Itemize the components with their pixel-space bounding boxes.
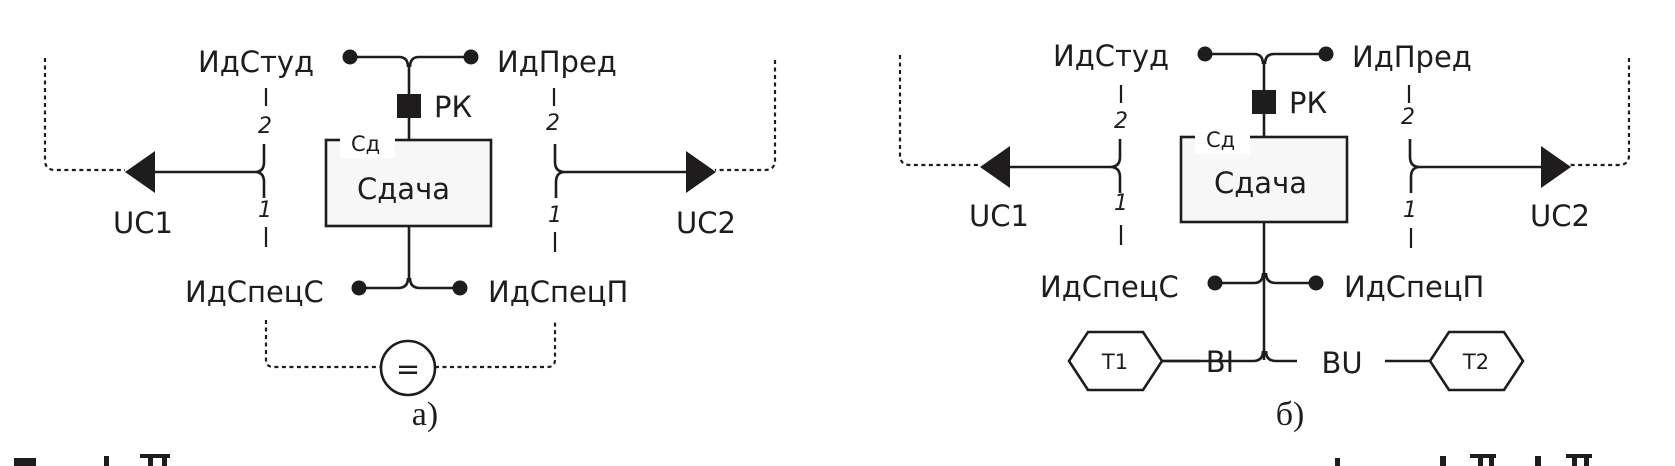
attr-idpred: ИдПред	[497, 45, 617, 79]
trigger-t2-label: T2	[1462, 350, 1489, 374]
trigger-t2-hexagon-icon	[1428, 330, 1525, 392]
uc2-arrow-icon	[1541, 146, 1571, 188]
pk-marker-icon	[1252, 90, 1276, 114]
entity-short-bg	[1195, 124, 1250, 154]
caption-b: б)	[1276, 396, 1305, 433]
attr-idpred: ИдПред	[1352, 40, 1472, 74]
constraint-link	[264, 320, 557, 369]
clipped-caption-fragment	[0, 452, 1675, 466]
uc2-label: UC2	[676, 206, 736, 240]
entity-short-name: Сд	[1206, 128, 1235, 152]
trigger-t1-event: BI	[1206, 345, 1234, 379]
left-path-upper-num: 2	[1114, 109, 1128, 134]
uc1-link	[1007, 139, 1122, 193]
left-boundary	[43, 58, 125, 172]
caption-a: а)	[412, 396, 438, 433]
entity-short-name: Сд	[351, 132, 380, 156]
pk-marker-icon	[397, 94, 421, 118]
left-boundary	[898, 55, 980, 167]
panel-b: UC1 2 1 UC2 2 1 ИдСтуд ИдПред РК Сд Сдач…	[898, 39, 1631, 433]
attr-idspecs-dot	[1207, 275, 1223, 291]
entity-name: Сдача	[357, 172, 450, 206]
trigger-connector	[1162, 350, 1297, 363]
uc2-arrow-icon	[686, 151, 716, 193]
trigger-t2-event: BU	[1321, 346, 1362, 380]
attr-idspecp: ИдСпецП	[1344, 270, 1484, 304]
right-path-upper-num: 2	[1401, 105, 1415, 130]
left-path-lower-num: 1	[258, 198, 272, 223]
bottom-key-connector	[359, 226, 460, 290]
constraint-symbol: =	[396, 352, 420, 386]
trigger-t1-hexagon-icon	[1067, 330, 1164, 392]
right-path-lower-num: 1	[1403, 198, 1417, 223]
panel-a: UC1 2 1 UC2 2 1 ИдСтуд ИдПред РК Сд Сдач…	[43, 45, 777, 433]
attr-idspecp-dot	[1308, 275, 1324, 291]
entity-name: Сдача	[1214, 166, 1307, 200]
constraint-circle	[379, 339, 437, 397]
right-path-upper-num: 2	[546, 111, 560, 136]
uc1-label: UC1	[969, 199, 1029, 233]
uc2-link	[553, 144, 690, 198]
pk-label: РК	[434, 90, 472, 124]
pk-label: РК	[1289, 86, 1327, 120]
uc1-link	[152, 144, 266, 198]
attr-idspecp: ИдСпецП	[488, 275, 628, 309]
right-boundary	[715, 60, 777, 172]
uc1-label: UC1	[113, 206, 173, 240]
uc1-arrow-icon	[980, 146, 1010, 188]
entity-short-bg	[340, 128, 395, 158]
trigger-t1-label: T1	[1101, 350, 1128, 374]
attr-idspecp-dot	[452, 280, 468, 296]
left-path-upper-num: 2	[258, 114, 272, 139]
attr-idspecs: ИдСпецС	[185, 275, 324, 309]
left-path-lower-num: 1	[1114, 191, 1128, 216]
uc1-arrow-icon	[125, 151, 155, 193]
bottom-key-connector	[1215, 272, 1316, 285]
uc2-link	[1408, 139, 1545, 193]
attr-idstud: ИдСтуд	[198, 45, 314, 79]
right-boundary	[1570, 58, 1631, 167]
attr-idspecs-dot	[351, 280, 367, 296]
uc2-label: UC2	[1530, 199, 1590, 233]
attr-idspecs: ИдСпецС	[1040, 270, 1179, 304]
attr-idstud: ИдСтуд	[1053, 39, 1169, 73]
right-path-lower-num: 1	[548, 203, 562, 228]
